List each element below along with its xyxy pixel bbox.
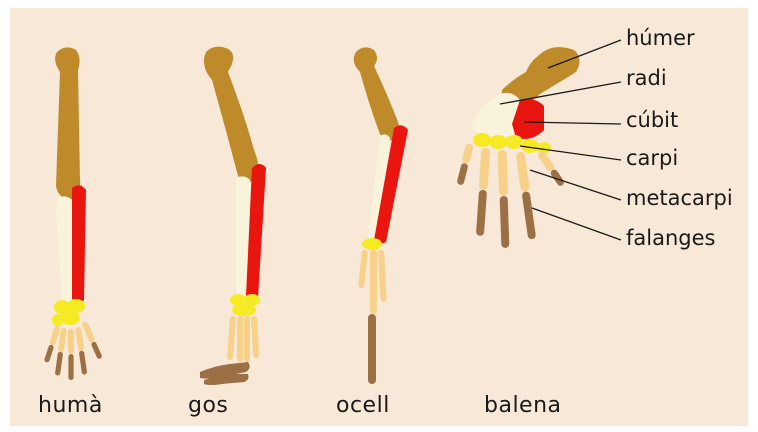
bird-humerus [354,47,400,140]
label-phalanges: falanges [626,226,715,250]
label-ulna: cúbit [626,108,678,132]
human-hand [43,321,103,380]
human-limb [43,47,103,380]
bird-carpals [362,238,382,250]
bird-limb [354,47,408,384]
human-humerus [55,47,80,200]
whale-radius [472,93,520,138]
leader-carpals [520,146,621,160]
label-radius: radi [626,66,667,90]
label-dog: gos [188,393,228,418]
human-radius [56,196,72,303]
bird-hand [358,250,387,384]
label-human: humà [38,393,103,418]
label-carpals: carpi [626,146,678,170]
dog-limb [200,47,266,385]
label-whale: balena [484,393,562,418]
human-ulna [72,185,86,303]
human-carpals [52,299,85,326]
dog-carpals [230,294,260,316]
leader-phalanges [532,208,621,240]
label-bird: ocell [336,393,390,418]
label-metacarpals: metacarpi [626,186,733,210]
dog-hand [200,316,259,385]
dog-humerus [204,47,258,183]
leader-metacarpals [530,170,621,200]
whale-hand [456,143,566,248]
label-humerus: húmer [626,26,695,50]
